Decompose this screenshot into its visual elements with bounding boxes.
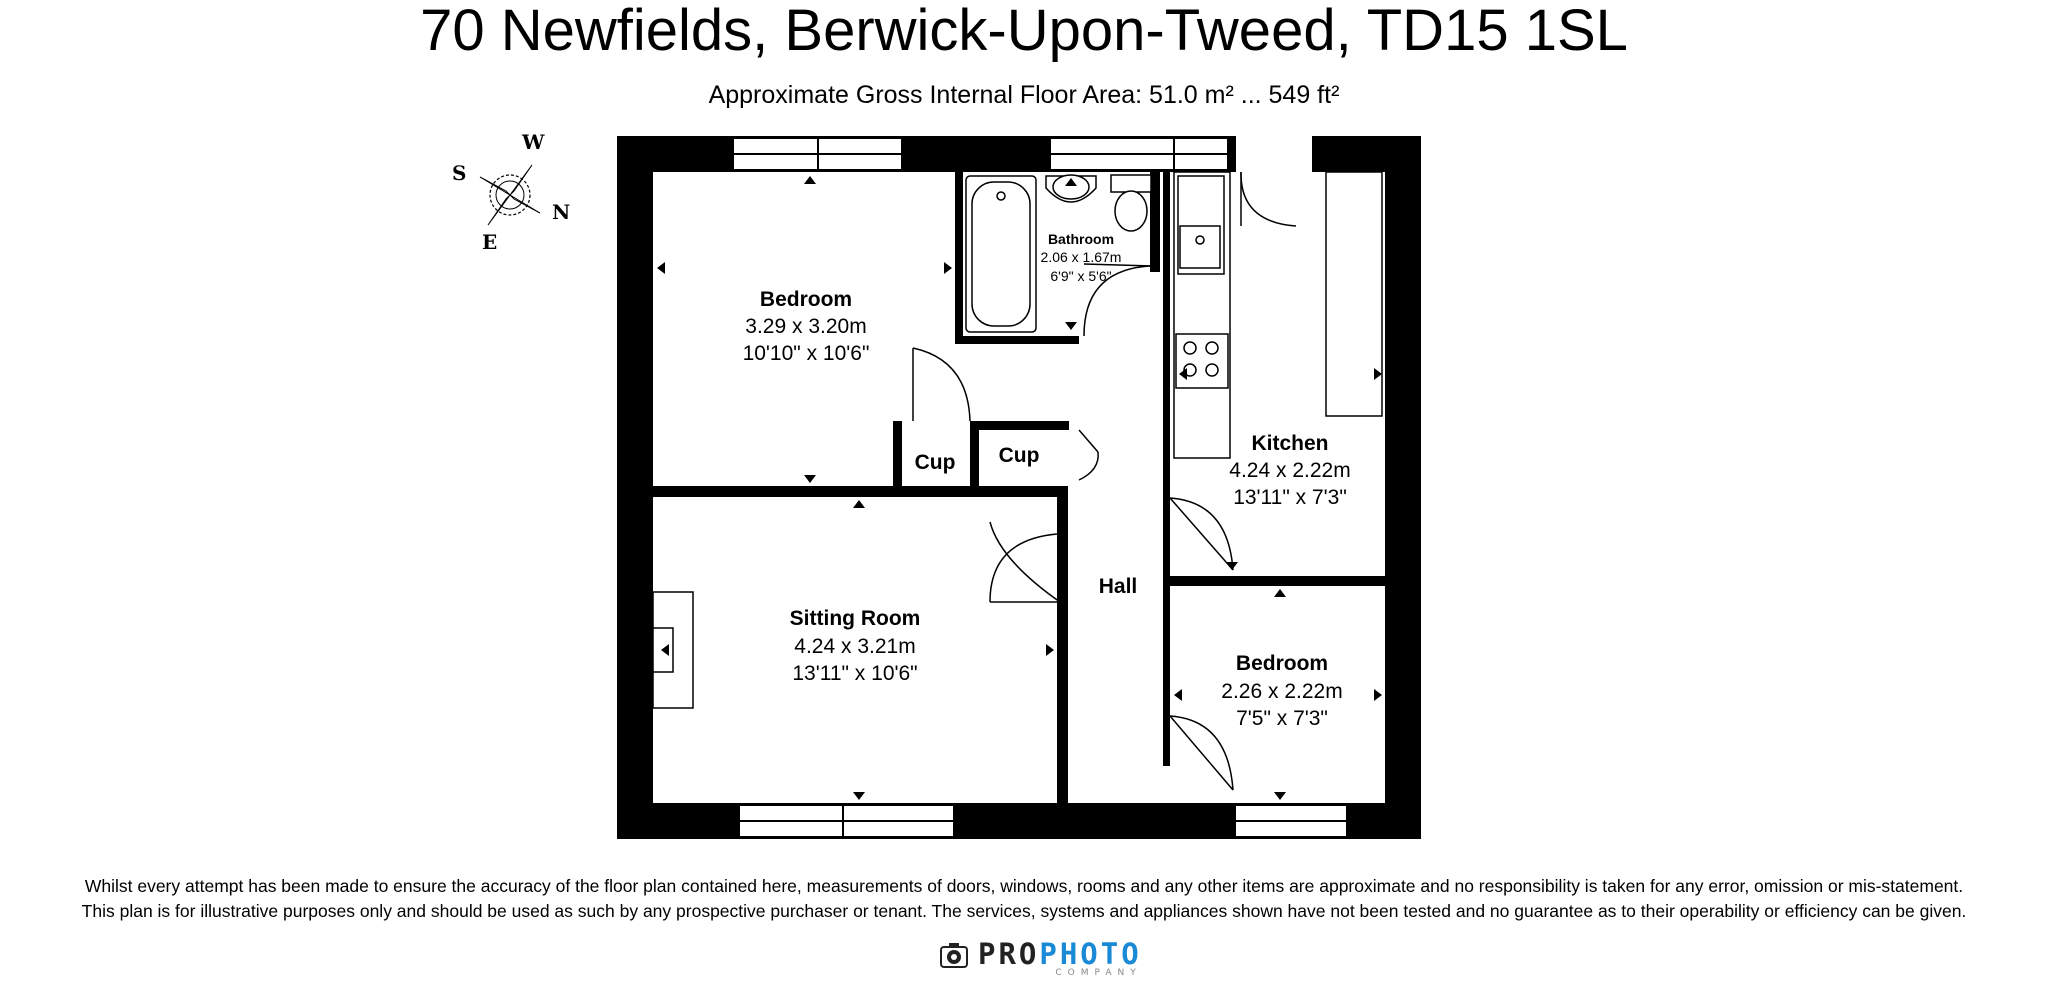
room-imperial: 13'11" x 7'3" <box>1233 486 1347 509</box>
room-label-bedroom-2: Bedroom 2.26 x 2.22m 7'5" x 7'3" <box>1221 652 1342 730</box>
dimension-arrows <box>657 176 1382 800</box>
room-label-kitchen: Kitchen 4.24 x 2.22m 13'11" x 7'3" <box>1229 432 1350 509</box>
room-name: Kitchen <box>1251 432 1328 455</box>
room-metric: 4.24 x 2.22m <box>1229 459 1350 482</box>
room-metric: 4.24 x 3.21m <box>794 635 915 658</box>
room-name: Bedroom <box>1236 652 1328 675</box>
room-imperial: 7'5" x 7'3" <box>1236 707 1328 730</box>
room-imperial: 13'11" x 10'6" <box>792 662 917 685</box>
brand-pro: PRO <box>978 937 1040 971</box>
room-metric: 3.29 x 3.20m <box>745 315 866 338</box>
doors <box>912 171 1297 791</box>
bathroom-fixtures <box>965 174 1152 333</box>
room-label-bedroom-1: Bedroom 3.29 x 3.20m 10'10" x 10'6" <box>743 288 870 365</box>
room-name: Bedroom <box>760 288 852 311</box>
room-label-cup-1: Cup <box>915 451 956 474</box>
room-name: Bathroom <box>1048 231 1114 247</box>
room-label-bathroom: Bathroom 2.06 x 1.67m 6'9" x 5'6" <box>1041 231 1122 284</box>
page-title: 70 Newfields, Berwick-Upon-Tweed, TD15 1… <box>420 0 1628 63</box>
compass-rose-icon: W S N E <box>452 130 570 254</box>
floor-area-subtitle: Approximate Gross Internal Floor Area: 5… <box>708 81 1340 109</box>
brand-tagline: COMPANY <box>1055 968 1142 978</box>
prophoto-logo: PROPHOTO COMPANY <box>940 938 1142 982</box>
room-label-sitting-room: Sitting Room 4.24 x 3.21m 13'11" x 10'6" <box>790 607 921 685</box>
disclaimer: Whilst every attempt has been made to en… <box>0 874 2048 924</box>
compass-s-label: S <box>452 161 466 185</box>
interior-walls <box>653 172 1385 803</box>
brand-name: PROPHOTO <box>978 938 1142 970</box>
compass-n-label: N <box>552 200 570 224</box>
room-name: Sitting Room <box>790 607 921 630</box>
disclaimer-line-2: This plan is for illustrative purposes o… <box>81 901 1967 921</box>
windows <box>732 137 1348 838</box>
brand-photo: PHOTO <box>1039 937 1142 971</box>
room-label-cup-2: Cup <box>999 444 1040 467</box>
room-label-hall: Hall <box>1099 575 1138 598</box>
room-imperial: 10'10" x 10'6" <box>743 342 870 365</box>
fireplace <box>652 591 694 709</box>
kitchen-fixtures <box>1173 171 1383 459</box>
room-imperial: 6'9" x 5'6" <box>1050 268 1111 284</box>
compass-e-label: E <box>482 230 497 254</box>
room-metric: 2.06 x 1.67m <box>1041 249 1122 265</box>
disclaimer-line-1: Whilst every attempt has been made to en… <box>84 876 1964 896</box>
compass-w-label: W <box>521 130 545 154</box>
camera-icon <box>940 943 968 968</box>
room-metric: 2.26 x 2.22m <box>1221 680 1342 703</box>
